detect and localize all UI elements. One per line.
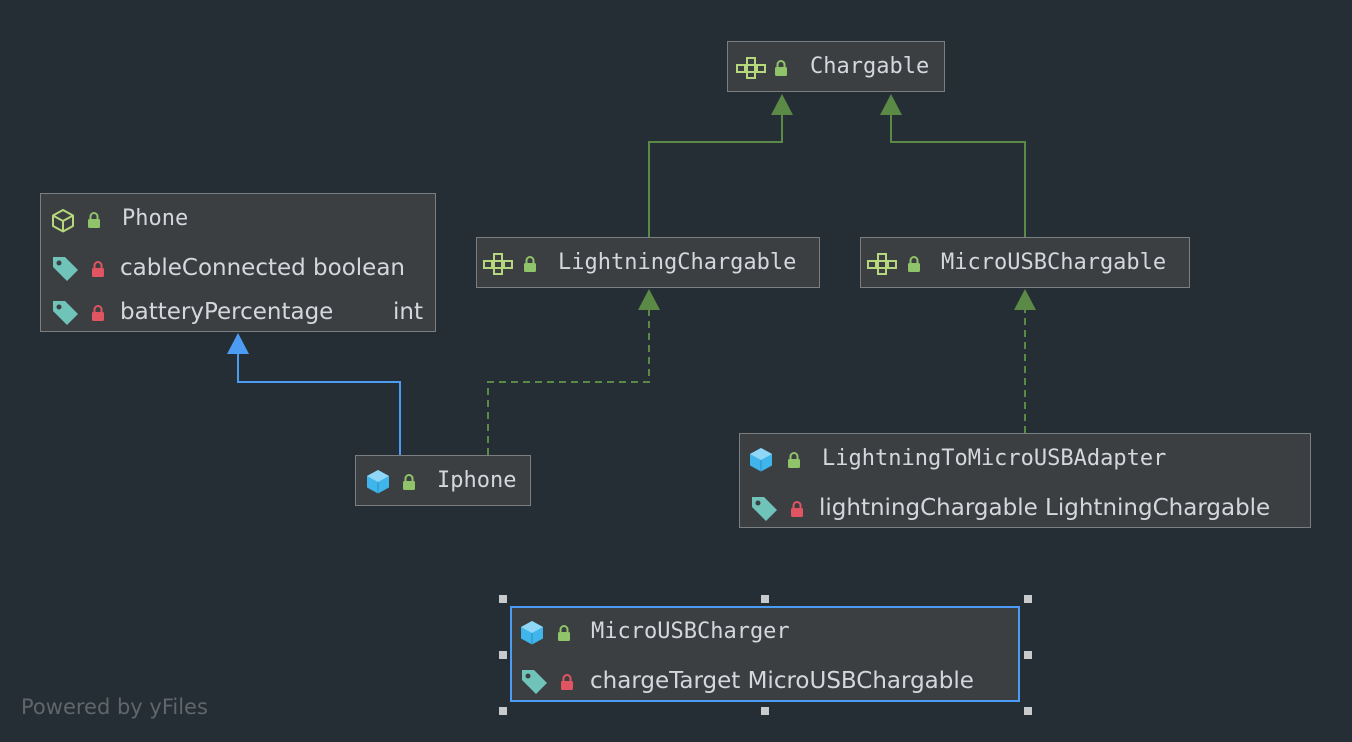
- node-title: MicroUSBCharger: [591, 619, 790, 644]
- abstract-class-icon: [51, 208, 75, 233]
- lock-icon: [91, 304, 105, 321]
- powered-by-watermark: Powered by yFiles: [21, 695, 208, 719]
- node-title: LightningChargable: [558, 250, 797, 275]
- class-icon: [520, 620, 544, 645]
- lock-icon: [787, 451, 801, 468]
- field-name: chargeTarget MicroUSBChargable: [590, 668, 974, 694]
- arrowhead-icon: [1014, 289, 1036, 310]
- node-title: Chargable: [810, 54, 930, 79]
- edge-iphone-to-lightning[interactable]: [487, 289, 660, 455]
- arrowhead-icon: [638, 289, 660, 310]
- lock-icon: [523, 255, 537, 272]
- node-title: LightningToMicroUSBAdapter: [822, 446, 1167, 471]
- node-chargable[interactable]: Chargable: [727, 41, 945, 92]
- node-iphone[interactable]: Iphone: [355, 455, 531, 506]
- lock-icon: [91, 260, 105, 277]
- lock-icon: [402, 473, 416, 490]
- field-row[interactable]: batteryPercentage int: [41, 293, 435, 333]
- node-title: MicroUSBChargable: [941, 250, 1167, 275]
- interface-icon: [736, 57, 766, 79]
- lock-icon: [560, 673, 574, 690]
- class-icon: [749, 447, 773, 472]
- field-tag-icon: [750, 495, 779, 523]
- field-tag-icon: [520, 668, 549, 696]
- node-phone[interactable]: Phone cableConnected boolean batteryPerc…: [40, 193, 436, 332]
- interface-icon: [867, 253, 897, 275]
- lock-icon: [790, 500, 804, 517]
- field-row[interactable]: chargeTarget MicroUSBChargable: [512, 662, 1018, 702]
- resize-handle-ne[interactable]: [1024, 595, 1032, 603]
- resize-handle-n[interactable]: [761, 595, 769, 603]
- class-icon: [366, 469, 390, 494]
- arrowhead-icon: [227, 333, 249, 354]
- node-title: Iphone: [437, 468, 517, 493]
- edge-adapter-to-microusb[interactable]: [1014, 289, 1036, 433]
- field-row[interactable]: cableConnected boolean: [41, 249, 435, 289]
- field-name: cableConnected boolean: [120, 255, 405, 281]
- node-micro-usb-charger[interactable]: MicroUSBCharger chargeTarget MicroUSBCha…: [510, 606, 1020, 702]
- lock-icon: [774, 59, 788, 76]
- field-name: batteryPercentage: [120, 299, 334, 325]
- arrowhead-icon: [880, 94, 902, 115]
- field-row[interactable]: lightningChargable LightningChargable: [740, 489, 1310, 529]
- resize-handle-se[interactable]: [1024, 707, 1032, 715]
- lock-icon: [557, 624, 571, 641]
- edge-iphone-to-phone[interactable]: [227, 333, 401, 455]
- field-tag-icon: [51, 299, 80, 327]
- node-lightning-chargable[interactable]: LightningChargable: [476, 237, 820, 288]
- resize-handle-e[interactable]: [1024, 651, 1032, 659]
- field-tag-icon: [51, 255, 80, 283]
- resize-handle-w[interactable]: [499, 651, 507, 659]
- edge-microusb-to-chargable[interactable]: [880, 94, 1026, 237]
- edge-lightning-to-chargable[interactable]: [648, 94, 793, 237]
- node-micro-usb-chargable[interactable]: MicroUSBChargable: [860, 237, 1190, 288]
- lock-icon: [907, 255, 921, 272]
- lock-icon: [87, 211, 101, 228]
- arrowhead-icon: [771, 94, 793, 115]
- node-title: Phone: [122, 206, 189, 231]
- resize-handle-sw[interactable]: [499, 707, 507, 715]
- interface-icon: [483, 253, 513, 275]
- field-type: int: [393, 299, 423, 325]
- node-adapter[interactable]: LightningToMicroUSBAdapter lightningChar…: [739, 433, 1311, 528]
- resize-handle-nw[interactable]: [499, 595, 507, 603]
- resize-handle-s[interactable]: [761, 707, 769, 715]
- field-name: lightningChargable LightningChargable: [819, 495, 1271, 521]
